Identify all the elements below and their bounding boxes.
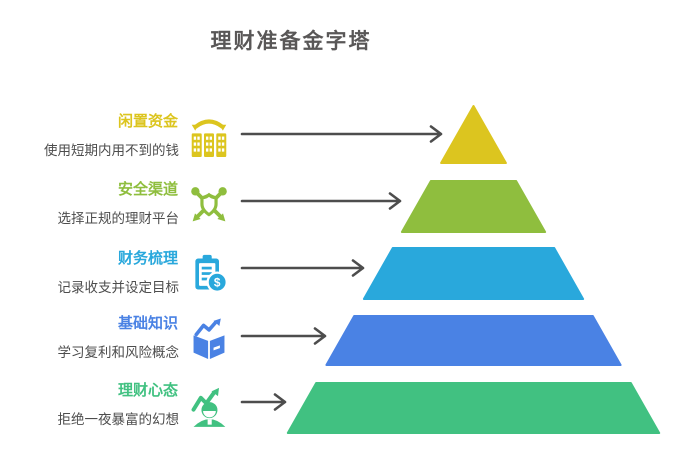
pyramid-level-5 bbox=[286, 382, 661, 434]
pyramid-level-2 bbox=[400, 180, 547, 233]
level-row-5: 理财心态 拒绝一夜暴富的幻想 bbox=[40, 381, 240, 443]
level-subtitle: 记录收支并设定目标 bbox=[57, 280, 180, 295]
clipboard-dollar-icon: $ bbox=[189, 253, 229, 295]
buildings-transfer-icon bbox=[189, 116, 229, 158]
level-row-1: 闲置资金 bbox=[40, 112, 240, 174]
level-title: 理财心态 bbox=[117, 382, 178, 399]
book-growth-icon bbox=[189, 318, 229, 360]
level-title: 财务梳理 bbox=[117, 250, 178, 267]
arrow-level-4 bbox=[240, 327, 327, 345]
person-growth-icon bbox=[189, 385, 229, 427]
shield-network-icon bbox=[189, 184, 229, 226]
level-subtitle: 选择正规的理财平台 bbox=[57, 211, 180, 226]
arrow-level-3 bbox=[240, 259, 365, 277]
level-title: 闲置资金 bbox=[117, 113, 178, 130]
page-title: 理财准备金字塔 bbox=[210, 30, 372, 53]
level-row-2: 安全渠道 选择正规的理财平台 bbox=[40, 180, 240, 242]
arrow-level-1 bbox=[240, 125, 443, 143]
level-row-3: 财务梳理 $ 记录收支并设定目标 bbox=[40, 249, 240, 311]
level-title: 基础知识 bbox=[117, 315, 178, 332]
pyramid-level-4 bbox=[325, 315, 622, 366]
pyramid-level-1 bbox=[440, 105, 507, 164]
level-subtitle: 拒绝一夜暴富的幻想 bbox=[57, 412, 180, 427]
level-title: 安全渠道 bbox=[117, 181, 178, 198]
arrow-level-2 bbox=[240, 192, 402, 210]
level-row-4: 基础知识 学习复利和风险概念 bbox=[40, 314, 240, 376]
arrow-level-5 bbox=[240, 393, 287, 411]
svg-text:$: $ bbox=[214, 276, 221, 290]
level-subtitle: 学习复利和风险概念 bbox=[57, 345, 180, 360]
level-subtitle: 使用短期内用不到的钱 bbox=[44, 143, 179, 158]
pyramid-level-3 bbox=[362, 247, 585, 300]
